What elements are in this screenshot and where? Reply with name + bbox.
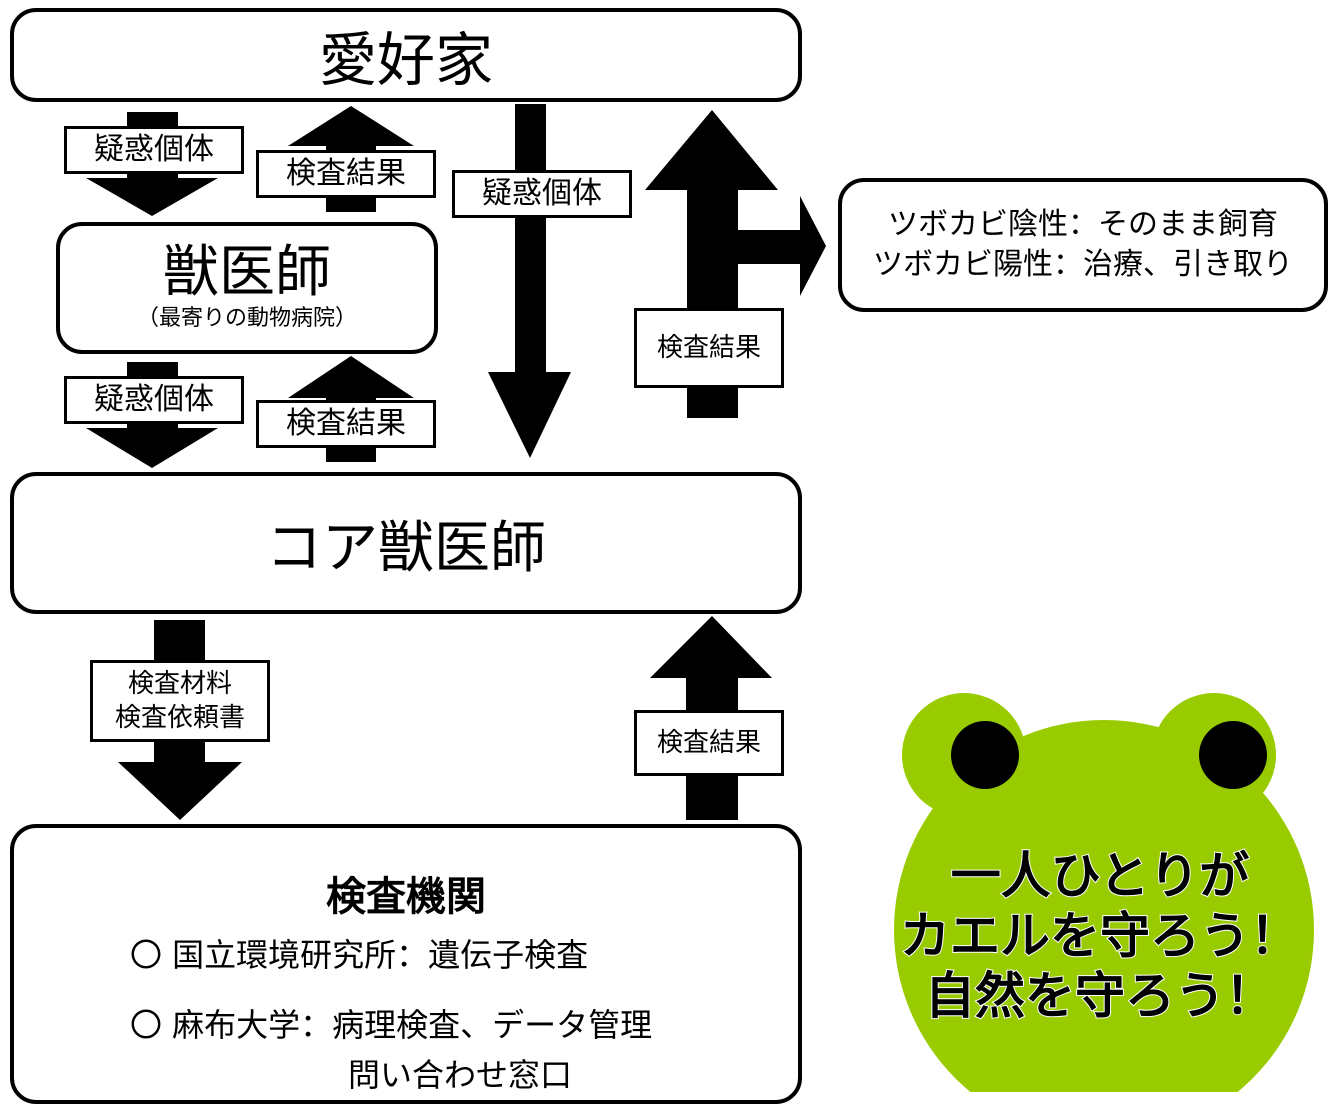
node-lab-title: 検査機関 [326,874,486,920]
frog-slogan-line3: 自然を守ろう！ [924,967,1276,1025]
frog-slogan-line1: 一人ひとりが [950,847,1251,905]
node-lab-item2-cont: 問い合わせ窓口 [348,1056,573,1094]
node-hobbyist-label: 愛好家 [318,26,493,94]
node-lab-item1: 〇 国立環境研究所：遺伝子検査 [130,936,589,974]
frog-illustration [894,693,1314,1092]
label-result-core-up: 検査結果 [634,308,784,388]
node-core-vet-label: コア獣医師 [266,515,546,581]
label-material-line2: 検査依頼書 [114,703,245,733]
node-core-vet: コア獣医師 [10,472,802,614]
label-suspect-2-text: 疑惑個体 [94,382,214,417]
label-result-core-up-text: 検査結果 [656,333,761,363]
frog-left-pupil [951,721,1019,789]
node-vet: 獣医師 （最寄りの動物病院） [56,222,438,354]
label-suspect-2: 疑惑個体 [64,376,244,424]
frog-right-pupil [1199,721,1267,789]
label-result-lab-text: 検査結果 [656,728,761,758]
node-vet-label: 獣医師 [163,240,331,305]
node-lab-item2: 〇 麻布大学：病理検査、データ管理 [130,1006,653,1044]
label-result-1-text: 検査結果 [286,156,406,191]
outcome-positive: ツボカビ陽性：治療、引き取り [873,247,1293,282]
label-result-2: 検査結果 [256,400,436,448]
label-suspect-1-text: 疑惑個体 [94,132,214,167]
label-material-line1: 検査材料 [127,669,232,699]
outcome-negative: ツボカビ陰性：そのまま飼育 [888,207,1278,242]
label-result-lab: 検査結果 [634,710,784,776]
node-hobbyist: 愛好家 [10,8,802,102]
label-result-2-text: 検査結果 [286,406,406,441]
label-result-1: 検査結果 [256,150,436,198]
frog-slogan-line2: カエルを守ろう！ [899,907,1301,965]
node-lab: 検査機関 〇 国立環境研究所：遺伝子検査 〇 麻布大学：病理検査、データ管理 問… [10,824,802,1104]
label-material: 検査材料 検査依頼書 [90,660,270,742]
arrow-hobbyist-to-core [488,104,571,458]
label-suspect-direct-text: 疑惑個体 [482,176,602,211]
node-vet-sublabel: （最寄りの動物病院） [136,306,357,331]
node-outcome: ツボカビ陰性：そのまま飼育 ツボカビ陽性：治療、引き取り [838,178,1328,312]
label-suspect-1: 疑惑個体 [64,126,244,174]
label-suspect-direct: 疑惑個体 [452,170,632,218]
